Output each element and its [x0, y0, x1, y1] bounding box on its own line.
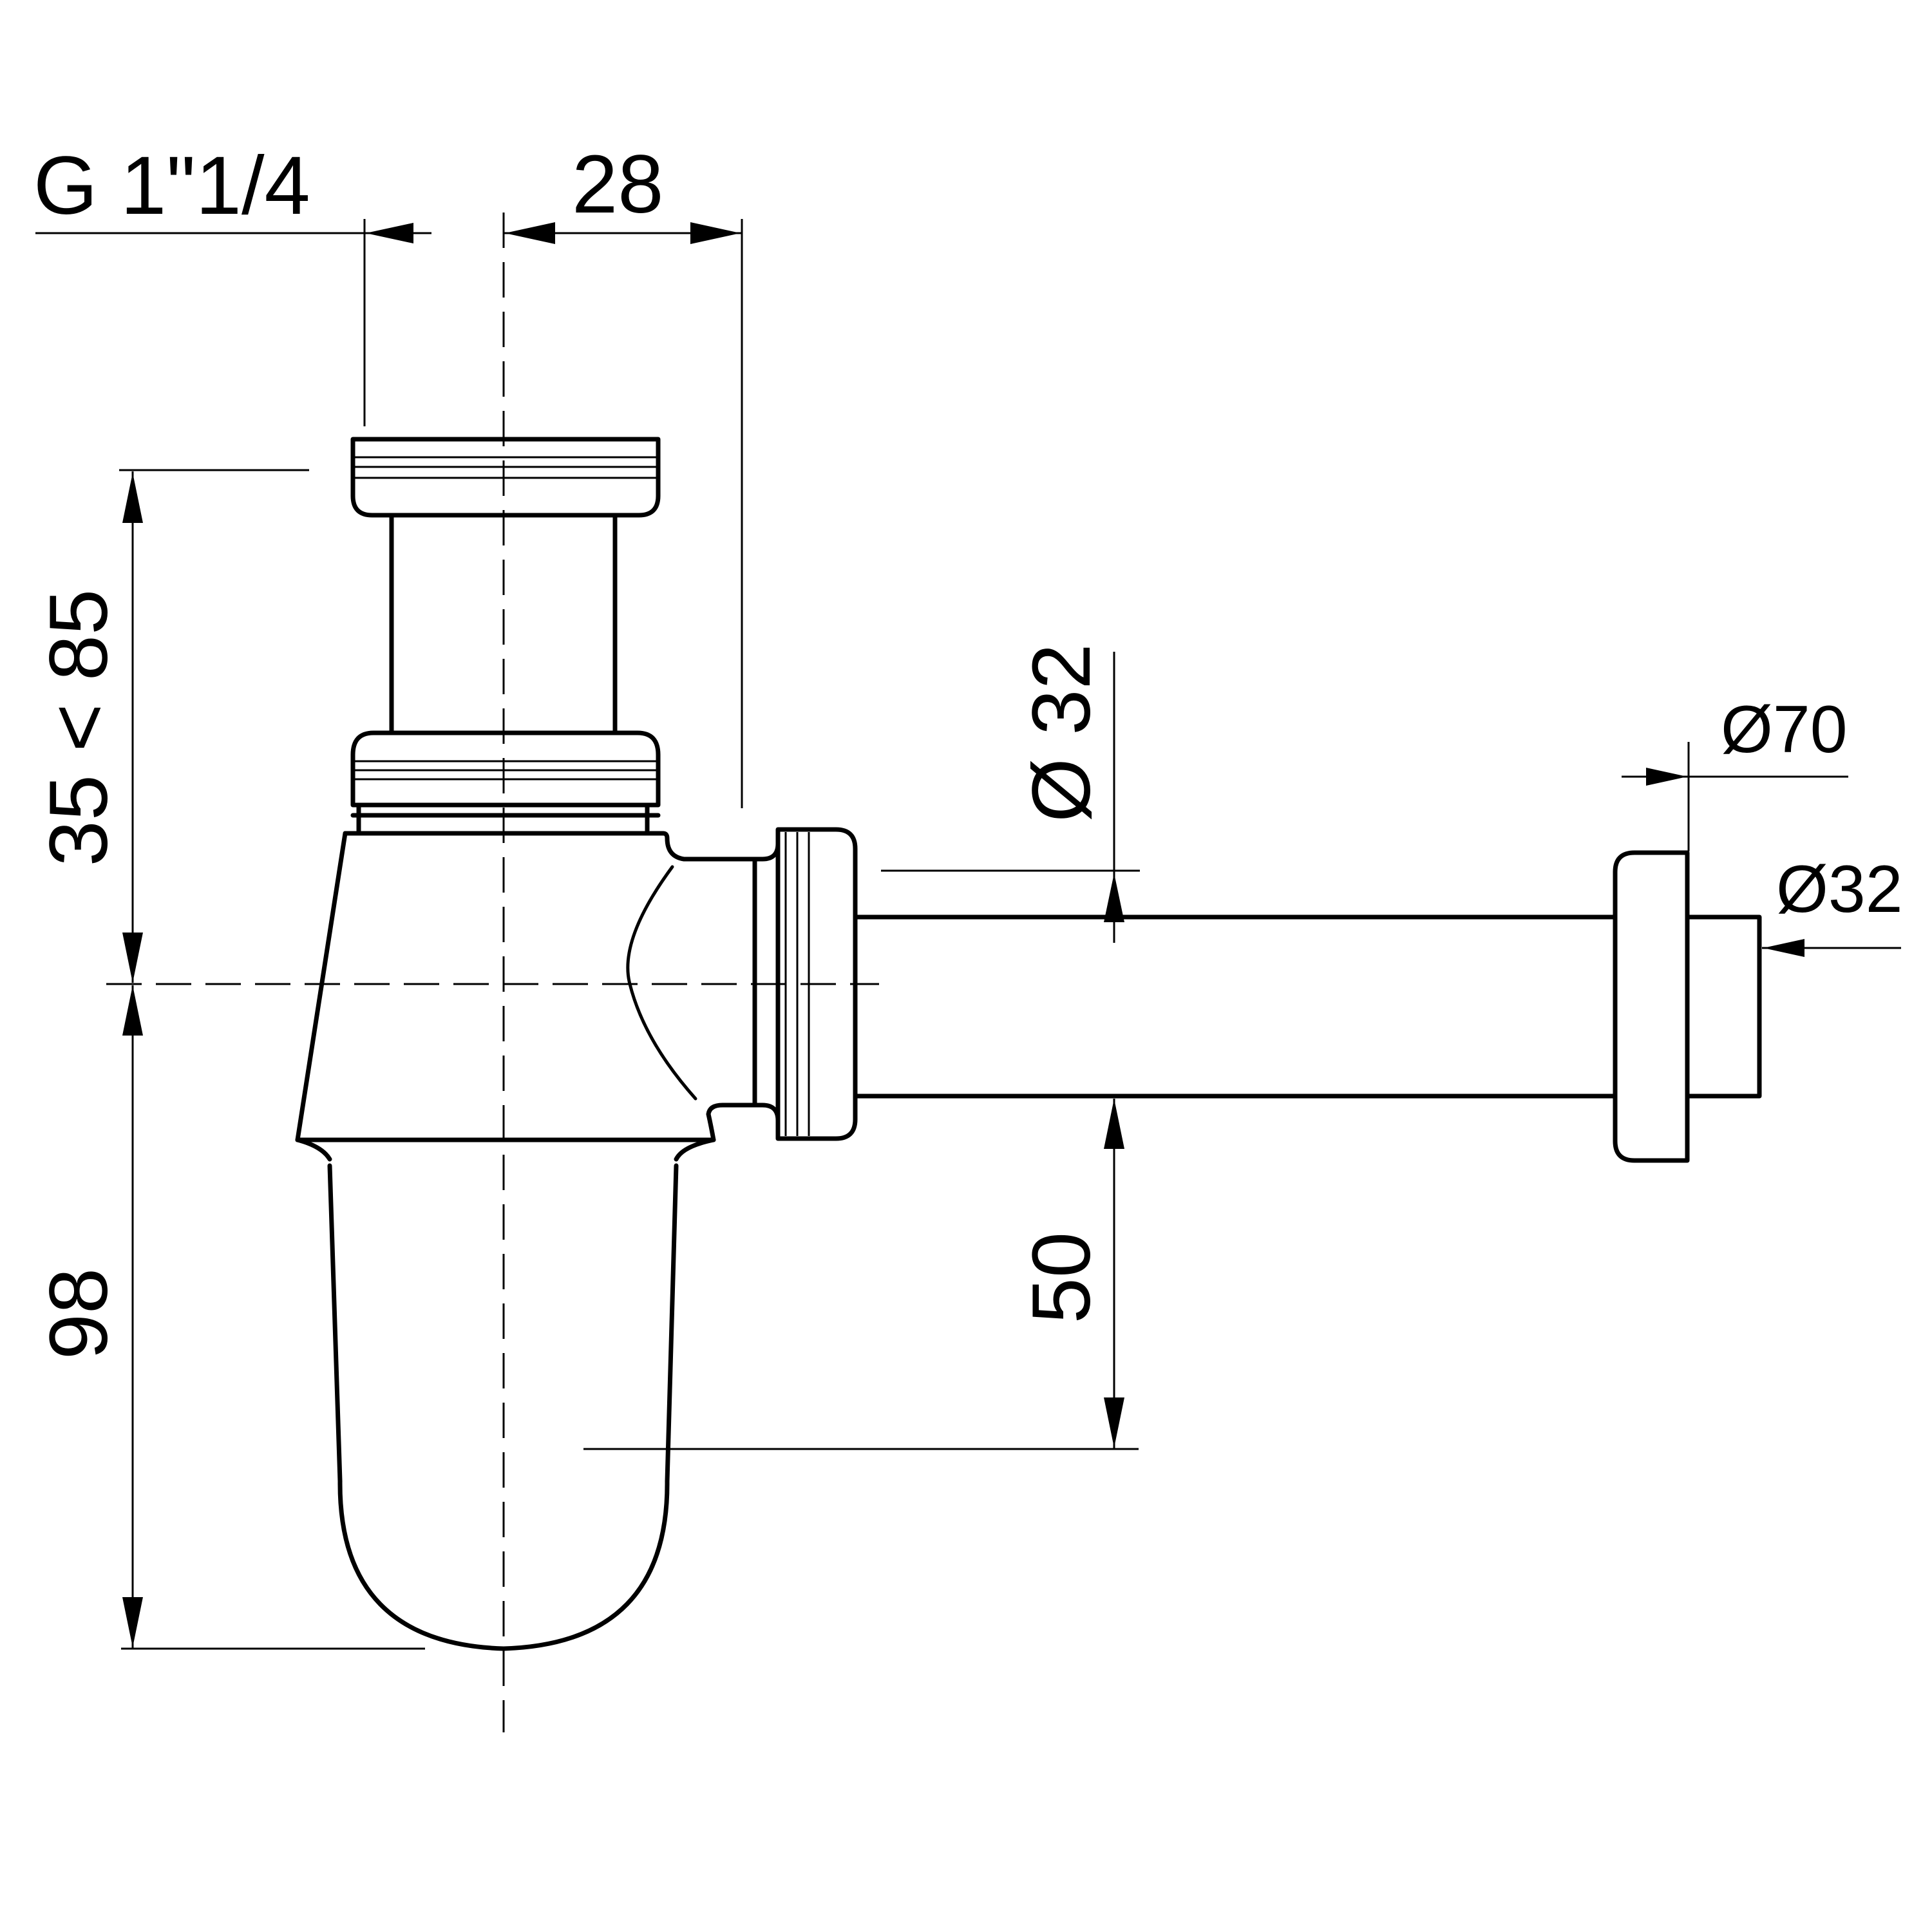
dim-outlet-height-arrow-top — [1104, 1099, 1124, 1149]
dim-outlet-diameter-arrow — [1104, 873, 1124, 922]
dimension-outlet-height: 50 — [583, 1099, 1139, 1450]
dimension-outlet-diameter: Ø 32 — [881, 643, 1140, 943]
dimension-pipe-diameter: Ø32 — [1762, 852, 1903, 957]
top-nut — [350, 437, 661, 518]
dim-offset-arrow-right — [690, 222, 741, 244]
dim-offset-label: 28 — [572, 138, 663, 231]
conical-body-bottom — [295, 1103, 781, 1142]
dim-rosette-arrow — [1646, 768, 1687, 786]
dim-thread-arrow — [366, 223, 413, 243]
dim-outlet-diameter-label: Ø 32 — [1016, 643, 1108, 822]
dim-adjust-label: 35 < 85 — [33, 589, 125, 867]
dim-thread-label: G 1"1/4 — [33, 140, 310, 232]
bowl — [327, 1163, 679, 1651]
outlet-nut — [775, 827, 858, 1141]
dim-adjust-arrow-bottom — [122, 933, 143, 983]
wall-rosette — [1613, 850, 1690, 1163]
dim-depth-arrow-top — [122, 985, 143, 1036]
pipe-stub — [1685, 914, 1762, 1099]
dim-pipe-arrow — [1763, 939, 1804, 957]
dimension-rosette-diameter: Ø70 — [1622, 692, 1848, 851]
dim-offset-arrow-left — [505, 222, 555, 244]
conical-body-left — [295, 831, 348, 1142]
dimension-adjust-range: 35 < 85 — [33, 469, 309, 983]
lower-nut — [350, 730, 661, 808]
dim-pipe-label: Ø32 — [1776, 852, 1903, 927]
nut-collar — [350, 802, 661, 833]
conical-body — [343, 831, 781, 862]
dimension-depth: 98 — [33, 985, 425, 1650]
outlet-assembly — [775, 827, 1762, 1163]
dimension-offset: 28 — [504, 138, 743, 808]
internal-partition — [626, 865, 697, 1101]
dim-adjust-arrow-top — [122, 473, 143, 523]
dim-depth-arrow-bottom — [122, 1597, 143, 1647]
trap-body — [295, 437, 781, 1651]
dim-rosette-label: Ø70 — [1721, 692, 1848, 767]
bowl-top-lip — [295, 1137, 716, 1162]
dimension-thread: G 1"1/4 — [33, 140, 431, 426]
centerlines — [106, 213, 879, 1732]
dim-outlet-height-label: 50 — [1016, 1232, 1108, 1323]
dim-depth-label: 98 — [33, 1268, 125, 1359]
dim-outlet-height-arrow-bottom — [1104, 1397, 1124, 1448]
